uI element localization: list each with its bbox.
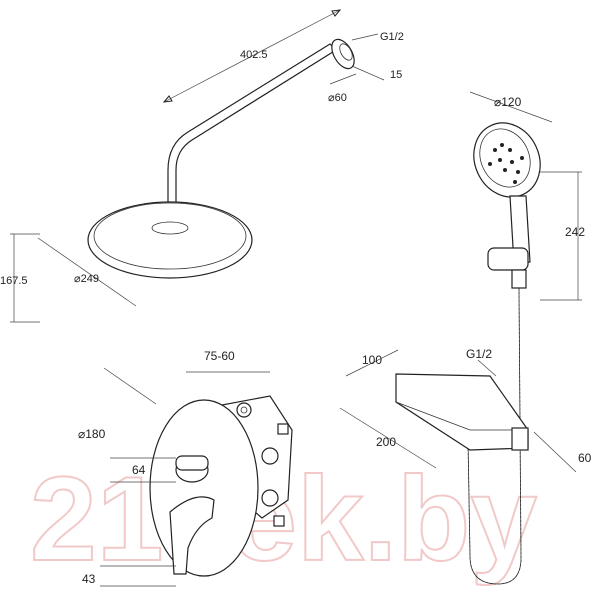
shower-hose-texture (467, 287, 522, 585)
head-diameter-label: ⌀249 (74, 273, 99, 285)
plate-diameter-label: ⌀180 (78, 427, 106, 441)
flange-depth-leader (351, 65, 385, 81)
diverter-knob-cap (175, 455, 209, 471)
flange-diameter-leader (329, 73, 357, 85)
box-port-side-b (261, 489, 279, 507)
plate-diameter-dim-line (103, 367, 157, 405)
shelf-thread-label: G1/2 (466, 347, 492, 361)
arm-thread-leader (351, 33, 379, 41)
box-tab-b (277, 423, 289, 435)
mixer: 75-60 ⌀180 64 43 (78, 349, 293, 587)
hand-shower-handle (509, 195, 531, 265)
hand-shower: ⌀120 242 (467, 91, 585, 585)
shelf-length-dim-line (339, 407, 437, 469)
cover-plate (149, 399, 259, 577)
box-depth-label: 75-60 (204, 349, 235, 363)
arm-length-dim-line (163, 9, 341, 103)
arm-length-arrow-a (162, 95, 173, 103)
arm-thread-label: G1/2 (380, 31, 404, 43)
hand-length-label: 242 (565, 225, 585, 239)
shower-arm (167, 43, 337, 209)
arm-length-label: 402.5 (240, 49, 268, 61)
head-diameter-dim-line (37, 237, 137, 307)
head-height-label: 167.5 (0, 275, 28, 287)
wall-flange-inner (339, 43, 353, 61)
shelf: 100 G1/2 200 60 (339, 347, 592, 473)
shower-head-connector (151, 221, 189, 235)
mixer-lever (169, 496, 215, 575)
shelf-body (395, 373, 529, 451)
shelf-length-label: 200 (376, 435, 396, 449)
hand-diameter-dim-line (469, 91, 553, 123)
shelf-width-label: 100 (362, 353, 382, 367)
shelf-thread-leader (477, 359, 497, 377)
box-tab-c (273, 515, 285, 527)
arm-length-arrow-b (331, 9, 342, 17)
box-port-top (236, 402, 252, 418)
flange-diameter-label: ⌀60 (328, 92, 347, 104)
spout-offset-label: 43 (82, 572, 96, 586)
hose-connector (511, 269, 527, 289)
handle-offset-label: 64 (132, 463, 146, 477)
shelf-height-label: 60 (578, 451, 592, 465)
hand-shower-holder (487, 247, 529, 271)
hand-diameter-label: ⌀120 (494, 95, 522, 109)
flange-depth-label: 15 (390, 69, 402, 81)
hand-shower-head (473, 122, 541, 198)
shelf-width-dim-line (345, 349, 399, 377)
spray-nozzles (488, 143, 524, 184)
box-port-top-inner (240, 406, 248, 414)
shower-head (87, 201, 253, 279)
shelf-edge (395, 401, 528, 431)
box-port-side-a (261, 447, 279, 465)
shower-head-face (93, 202, 247, 270)
shelf-outlet (511, 427, 529, 451)
hand-shower-face (479, 128, 531, 188)
shelf-height-dim-line (533, 431, 577, 473)
overhead-shower: 402.5 G1/2 15 ⌀60 ⌀249 167.5 (0, 9, 404, 323)
